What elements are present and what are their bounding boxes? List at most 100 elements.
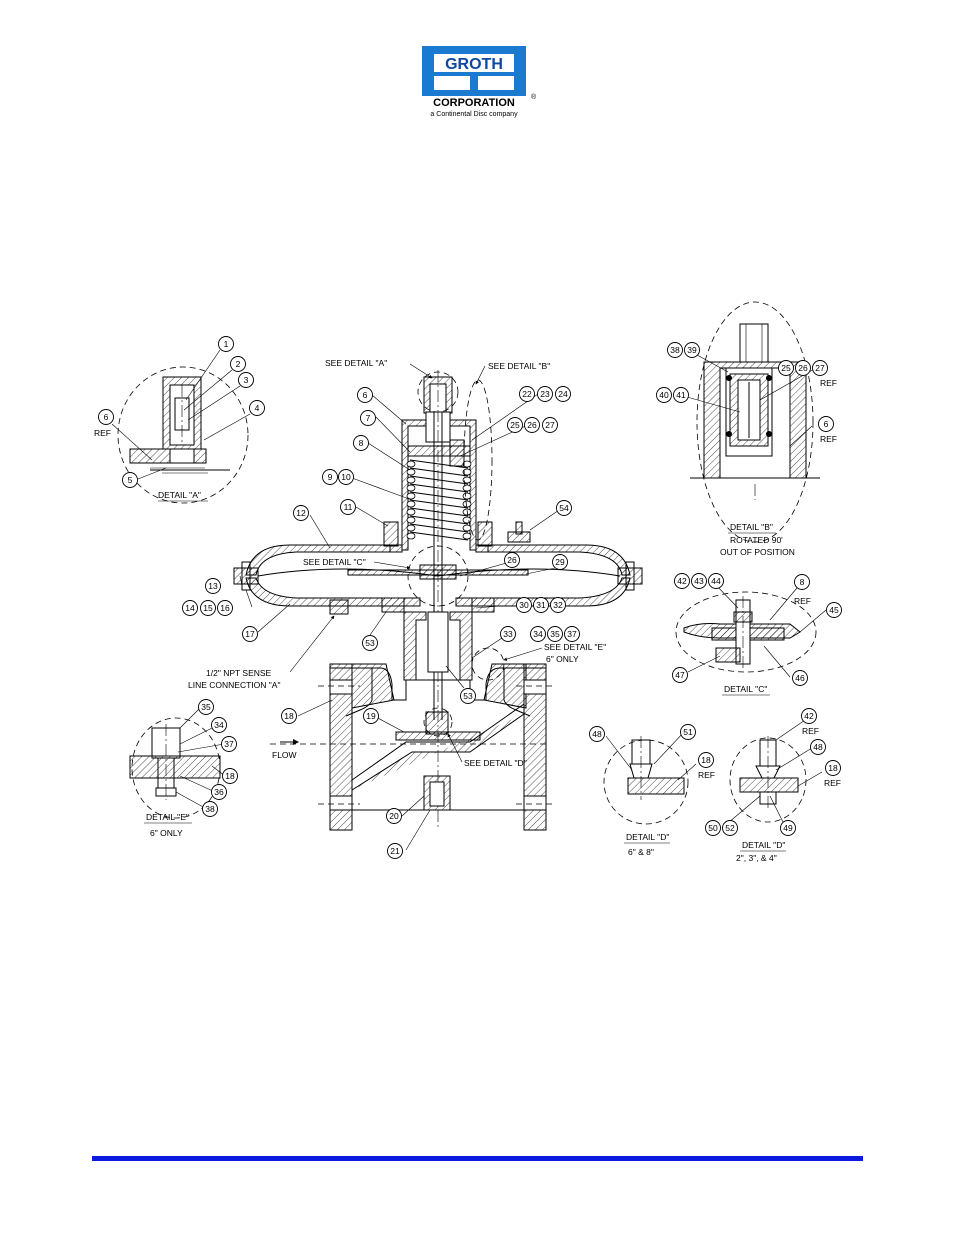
balloon: 32 <box>550 597 566 613</box>
svg-text:23: 23 <box>540 389 550 399</box>
svg-text:10: 10 <box>341 472 351 482</box>
ref-label: REF <box>794 596 811 606</box>
balloon: 48 <box>589 726 605 742</box>
balloon: 5 <box>122 472 138 488</box>
balloon: 39 <box>684 342 700 358</box>
balloon: 42 <box>801 708 817 724</box>
svg-text:26: 26 <box>507 555 517 565</box>
svg-text:42: 42 <box>677 576 687 586</box>
balloon: 15 <box>200 600 216 616</box>
svg-text:18: 18 <box>284 711 294 721</box>
svg-text:48: 48 <box>592 729 602 739</box>
detail-c-title: DETAIL "C" <box>724 684 767 694</box>
svg-text:35: 35 <box>550 629 560 639</box>
svg-text:33: 33 <box>503 629 513 639</box>
svg-text:5: 5 <box>128 475 133 485</box>
balloon: 23 <box>537 386 553 402</box>
balloon: 38 <box>667 342 683 358</box>
balloon: 40 <box>656 387 672 403</box>
svg-text:29: 29 <box>555 557 565 567</box>
svg-text:18: 18 <box>828 763 838 773</box>
svg-text:43: 43 <box>694 576 704 586</box>
balloon: 26 <box>504 552 520 568</box>
callout-see-detail-e: SEE DETAIL "E" <box>544 642 606 652</box>
svg-text:26: 26 <box>798 363 808 373</box>
balloon: 35 <box>547 626 563 642</box>
svg-text:11: 11 <box>344 502 353 512</box>
logo-tagline: a Continental Disc company <box>430 111 518 118</box>
balloon: 12 <box>293 505 309 521</box>
leader-lines <box>111 349 827 851</box>
balloon: 18 <box>825 760 841 776</box>
balloon: 45 <box>826 602 842 618</box>
svg-text:38: 38 <box>670 345 680 355</box>
balloon: 53 <box>362 635 378 651</box>
svg-text:27: 27 <box>545 420 555 430</box>
svg-text:13: 13 <box>208 581 218 591</box>
balloon: 25 <box>507 417 523 433</box>
svg-text:35: 35 <box>201 702 211 712</box>
balloon: 26 <box>524 417 540 433</box>
balloon: 19 <box>363 708 379 724</box>
svg-text:39: 39 <box>687 345 697 355</box>
balloon: 43 <box>691 573 707 589</box>
ref-label: REF <box>820 378 837 388</box>
balloon: 34 <box>530 626 546 642</box>
ref-label: REF <box>824 778 841 788</box>
balloon: 37 <box>564 626 580 642</box>
detail-a <box>117 366 249 504</box>
svg-text:18: 18 <box>701 755 711 765</box>
balloon: 35 <box>198 699 214 715</box>
callout-six-only: 6" ONLY <box>546 654 579 664</box>
balloon: 37 <box>221 736 237 752</box>
svg-text:7: 7 <box>366 413 371 423</box>
svg-text:25: 25 <box>510 420 520 430</box>
balloon: 29 <box>552 554 568 570</box>
balloon: 25 <box>778 360 794 376</box>
svg-text:18: 18 <box>225 771 235 781</box>
svg-text:44: 44 <box>711 576 721 586</box>
svg-text:17: 17 <box>245 629 255 639</box>
balloon: 2 <box>230 356 246 372</box>
svg-text:37: 37 <box>567 629 577 639</box>
detail-d2-note: 2", 3", & 4" <box>736 853 777 863</box>
balloon: 27 <box>812 360 828 376</box>
balloon: 6 <box>357 387 373 403</box>
svg-text:42: 42 <box>804 711 814 721</box>
svg-text:34: 34 <box>214 720 224 730</box>
svg-text:16: 16 <box>220 603 230 613</box>
balloon: 22 <box>519 386 535 402</box>
flow-label: FLOW <box>272 750 297 760</box>
balloon: 24 <box>555 386 571 402</box>
balloon: 10 <box>338 469 354 485</box>
balloon: 38 <box>202 801 218 817</box>
balloon: 27 <box>542 417 558 433</box>
balloon: 31 <box>533 597 549 613</box>
svg-text:54: 54 <box>559 503 569 513</box>
svg-text:53: 53 <box>463 691 473 701</box>
balloon: 17 <box>242 626 258 642</box>
svg-text:15: 15 <box>203 603 213 613</box>
svg-text:6: 6 <box>363 390 368 400</box>
svg-text:26: 26 <box>527 420 537 430</box>
svg-text:12: 12 <box>296 508 306 518</box>
balloon: 41 <box>673 387 689 403</box>
balloon: 42 <box>674 573 690 589</box>
svg-text:30: 30 <box>519 600 529 610</box>
balloon: 36 <box>211 784 227 800</box>
balloon: 1 <box>218 336 234 352</box>
detail-a-title: DETAIL "A" <box>158 490 201 500</box>
balloon: 20 <box>386 808 402 824</box>
main-valve-assembly <box>233 370 643 831</box>
svg-text:14: 14 <box>185 603 195 613</box>
svg-text:47: 47 <box>675 670 685 680</box>
detail-d1-title: DETAIL "D" <box>626 832 669 842</box>
svg-text:20: 20 <box>389 811 399 821</box>
balloon: 6 <box>818 416 834 432</box>
footer-rule <box>92 1156 863 1161</box>
svg-text:2: 2 <box>236 359 241 369</box>
detail-d2 <box>729 736 807 823</box>
callout-see-detail-c: SEE DETAIL "C" <box>303 557 366 567</box>
balloon: 11 <box>340 499 356 515</box>
